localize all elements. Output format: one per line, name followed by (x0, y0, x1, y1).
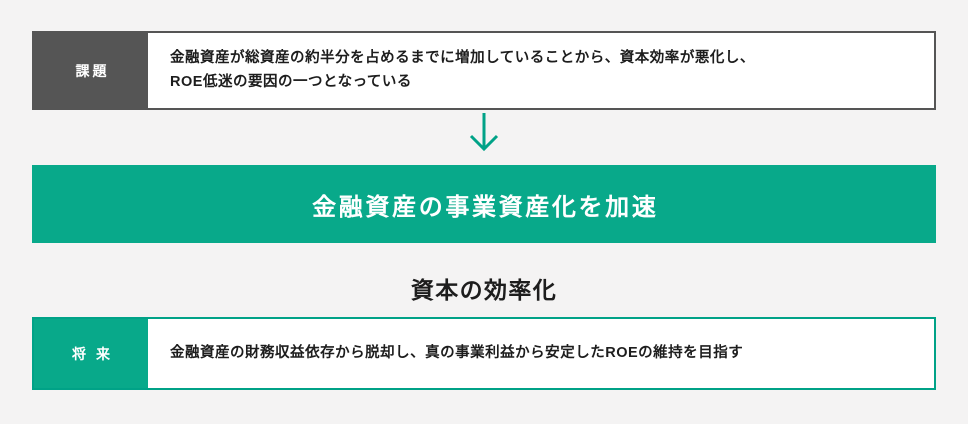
future-body: 金融資産の財務収益依存から脱却し、真の事業利益から安定したROEの維持を目指す (148, 319, 934, 388)
accelerate-banner-text: 金融資産の事業資産化を加速 (312, 193, 659, 221)
future-text-line-1: 金融資産の財務収益依存から脱却し、真の事業利益から安定したROEの維持を目指す (170, 344, 744, 361)
issue-body: 金融資産が総資産の約半分を占めるまでに増加していることから、資本効率が悪化し、 … (148, 33, 934, 108)
issue-text-line-2: ROE低迷の要因の一つとなっている (170, 73, 412, 90)
accelerate-banner: 金融資産の事業資産化を加速 (32, 165, 936, 243)
future-box: 将 来 金融資産の財務収益依存から脱却し、真の事業利益から安定したROEの維持を… (32, 317, 936, 390)
arrow-down-icon (462, 112, 506, 156)
capital-efficiency-heading: 資本の効率化 (410, 277, 558, 303)
issue-label: 課題 (34, 33, 148, 108)
issue-box: 課題 金融資産が総資産の約半分を占めるまでに増加していることから、資本効率が悪化… (32, 31, 936, 110)
future-label: 将 来 (34, 319, 148, 388)
issue-text-line-1: 金融資産が総資産の約半分を占めるまでに増加していることから、資本効率が悪化し、 (170, 50, 755, 67)
